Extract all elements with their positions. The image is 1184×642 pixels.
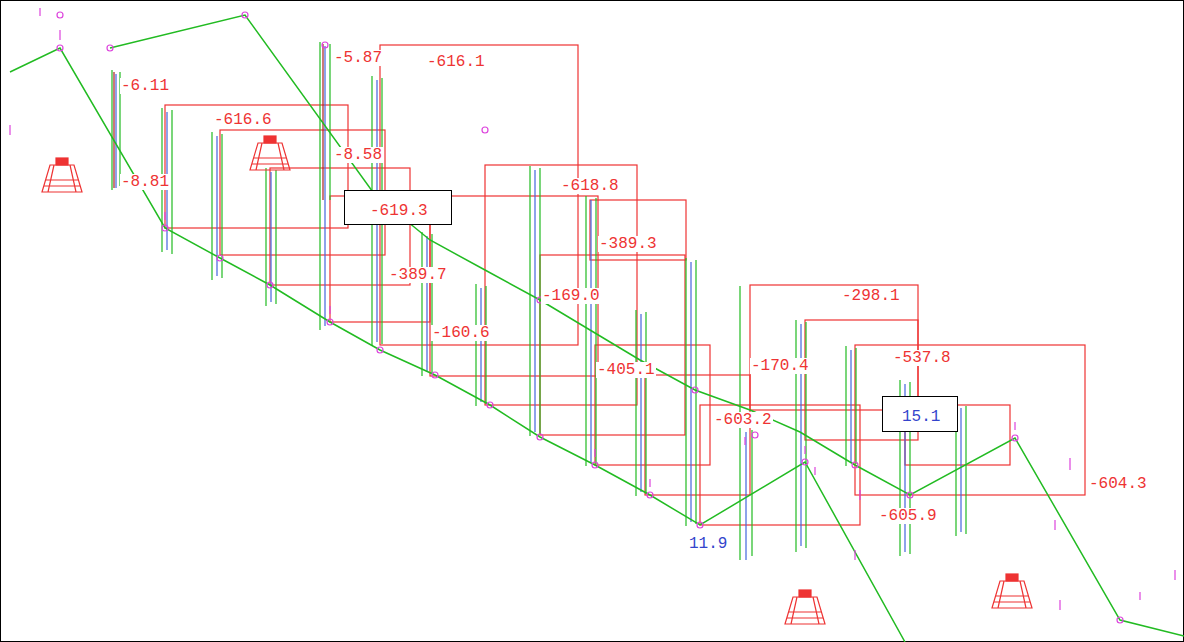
- force-value: -389.7: [388, 267, 448, 283]
- force-value: 11.9: [688, 536, 728, 552]
- force-value: -605.9: [878, 508, 938, 524]
- force-value: -618.8: [560, 178, 620, 194]
- force-diagram: [165, 45, 1085, 525]
- member-lines-blue: [116, 46, 961, 560]
- member-lines-dark: [114, 44, 323, 200]
- force-value: -537.8: [892, 350, 952, 366]
- force-value: -389.3: [598, 236, 658, 252]
- force-value: -616.6: [213, 112, 273, 128]
- highlight-box: 15.1: [882, 396, 958, 432]
- foundation-symbol: [42, 136, 1032, 624]
- force-value: -603.2: [713, 412, 773, 428]
- force-value: -616.1: [426, 54, 486, 70]
- force-value: -169.0: [541, 288, 601, 304]
- force-value: -298.1: [841, 288, 901, 304]
- force-value: -619.3: [370, 203, 428, 219]
- force-value: -8.58: [333, 147, 383, 163]
- profile-line: [110, 15, 1184, 636]
- force-value: 15.1: [902, 409, 940, 425]
- force-value: -170.4: [750, 358, 810, 374]
- force-value: -604.3: [1088, 476, 1148, 492]
- node-markers: [10, 8, 1175, 623]
- force-value: -5.87: [333, 50, 383, 66]
- highlight-box: -619.3: [344, 190, 452, 225]
- member-lines: [112, 42, 966, 560]
- force-value: -8.81: [120, 174, 170, 190]
- force-value: -6.11: [120, 78, 170, 94]
- force-value: -405.1: [596, 362, 656, 378]
- force-value: -160.6: [431, 325, 491, 341]
- profile-line: [10, 48, 905, 642]
